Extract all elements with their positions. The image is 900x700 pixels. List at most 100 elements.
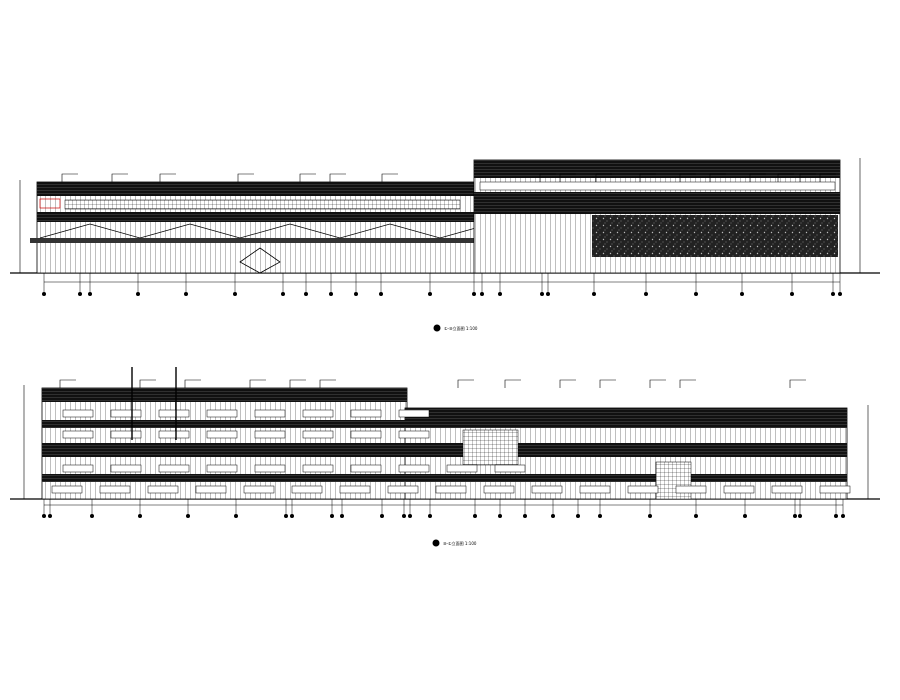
axis-bubble [576,514,580,518]
axis-bubble [78,292,82,296]
window-opening [158,409,190,418]
right-window-band [479,181,836,191]
roof-marker [777,173,794,182]
axis-bubble [834,514,838,518]
axis-bubble [546,292,550,296]
roof-markers [61,173,836,182]
window-opening [158,430,190,439]
window-opening [195,485,227,494]
axis-bubble [428,292,432,296]
axis-bubble [186,514,190,518]
elevation-title: ①-⑩立面图 1:100 [444,325,478,331]
axis-bubble [329,292,333,296]
roof-marker [504,379,521,388]
axis-bubble [48,514,52,518]
window-opening [339,485,371,494]
right-grid-panel [655,461,692,500]
axis-bubble [694,292,698,296]
roof-marker [299,173,316,182]
roof-marker [111,173,128,182]
axis-bubble [598,514,602,518]
axis-bubble [354,292,358,296]
window-opening [531,485,563,494]
window-opening [254,464,286,473]
left-window-strip [64,199,461,210]
window-opening [206,464,238,473]
axis-bubble [694,514,698,518]
window-opening [254,430,286,439]
axis-bubble [793,514,797,518]
right-roof-band [405,408,847,422]
axis-bubble [498,292,502,296]
roof-markers [59,379,806,388]
axis-bubble [233,292,237,296]
roof-marker [249,379,266,388]
window-opening [350,464,382,473]
roof-marker [599,379,616,388]
window-opening [723,485,755,494]
floor-band-1 [42,420,847,428]
window-opening [350,409,382,418]
axis-bubble [379,292,383,296]
view-title-symbol [432,539,440,547]
axis-bubble [42,292,46,296]
axis-bubble [90,514,94,518]
window-opening [350,430,382,439]
roof-marker [457,379,474,388]
roof-marker [559,173,576,182]
axis-bubble [648,514,652,518]
elevation-2: ⑩-①立面图 1:100 [10,367,880,547]
roof-marker [237,173,254,182]
window-opening [446,464,478,473]
window-opening [254,409,286,418]
roof-marker [679,173,696,182]
view-title-symbol [433,324,441,332]
window-opening [158,464,190,473]
axis-bubble [790,292,794,296]
right-roof-band [474,160,840,178]
axis-bubble [551,514,555,518]
window-opening [398,409,430,418]
window-opening [771,485,803,494]
roof-marker [639,173,656,182]
window-opening [302,464,334,473]
axis-bubble [330,514,334,518]
window-opening [62,409,94,418]
window-opening [243,485,275,494]
roof-marker [381,173,398,182]
left-canopy [30,238,550,243]
roof-marker [649,379,666,388]
window-opening [435,485,467,494]
window-opening [398,430,430,439]
roof-marker [319,379,336,388]
axis-bubble [592,292,596,296]
floor-band-2 [42,443,847,457]
window-opening [627,485,659,494]
axis-bubble [290,514,294,518]
diamond-entrance [239,247,281,274]
axis-bubble [138,514,142,518]
window-opening [110,409,142,418]
window-opening [302,409,334,418]
center-grid-panel [462,429,519,466]
left-roof-band [37,182,477,196]
window-opening [62,430,94,439]
window-opening [110,464,142,473]
axis-bubble [234,514,238,518]
window-opening [579,485,611,494]
roof-marker [709,173,726,182]
roof-marker [749,173,766,182]
window-opening [51,485,83,494]
floor-band-3 [42,474,847,482]
window-opening [147,485,179,494]
axis-bubble [838,292,842,296]
roof-marker [139,379,156,388]
axis-bubble [472,292,476,296]
roof-marker [184,379,201,388]
window-opening [819,485,851,494]
roof-marker [59,379,76,388]
left-roof-band [42,388,407,402]
axis-bubble [340,514,344,518]
roof-marker [789,379,806,388]
